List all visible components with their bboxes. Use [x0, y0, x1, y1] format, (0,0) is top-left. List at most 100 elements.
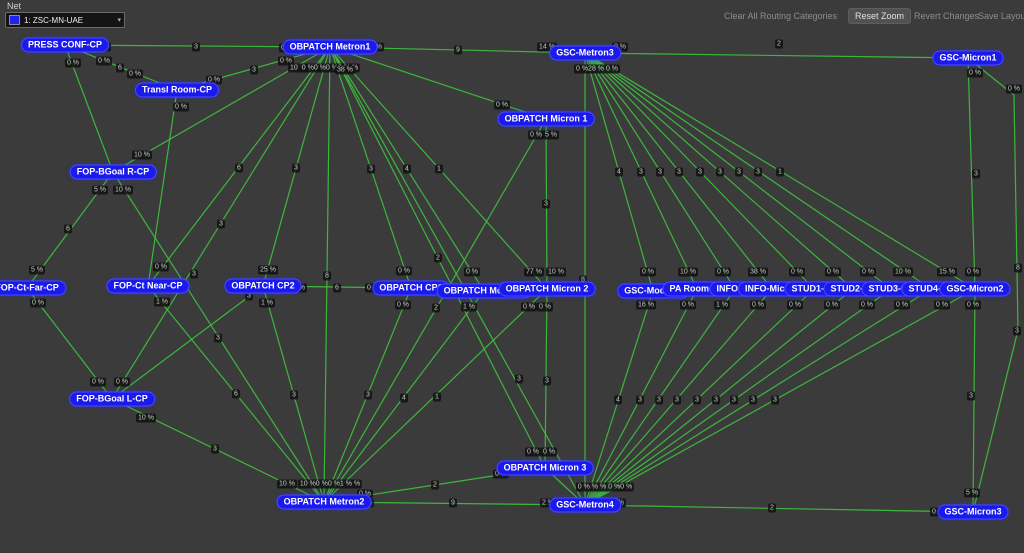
- edge-label: 3: [515, 374, 523, 384]
- edge-label: 4: [403, 164, 411, 174]
- edge-label: 0 %: [64, 58, 82, 68]
- edge-label: 3: [656, 167, 664, 177]
- edge-label: 6: [235, 163, 243, 173]
- edge-label: 25 %: [258, 265, 278, 275]
- edge-label: 0 %: [679, 300, 697, 310]
- edge-label: 10 %: [132, 150, 152, 160]
- edge-label: 5 %: [91, 185, 109, 195]
- node-gm4[interactable]: GSC-Metron4: [549, 497, 621, 513]
- edge-label: 0 %: [824, 267, 842, 277]
- edge-label: 0 %: [893, 300, 911, 310]
- edge-label: 8: [323, 271, 331, 281]
- edge-label: 9: [449, 498, 457, 508]
- edge-label: 10 %: [546, 267, 566, 277]
- edge-label: 0 %: [113, 377, 131, 387]
- edge-label: 0 %: [463, 267, 481, 277]
- edge-label: 38 %: [748, 267, 768, 277]
- edge-label: 10 %: [288, 63, 308, 73]
- save-layout-button[interactable]: Save Layout: [972, 9, 1024, 23]
- edge-label: 10 %: [136, 413, 156, 423]
- edge-label: 3: [637, 167, 645, 177]
- edge-label: 3: [749, 395, 757, 405]
- edge-label: 2: [432, 303, 440, 313]
- edge-label: 3: [542, 199, 550, 209]
- edge-label: 0 %28 % 0 %: [573, 64, 621, 74]
- edge-label: 5 %: [28, 265, 46, 275]
- edge-label: 2: [434, 253, 442, 263]
- net-select-dropdown[interactable]: 1: ZSC-MN-UAE ▾: [5, 12, 125, 28]
- edge-label: 3: [190, 269, 198, 279]
- net-label: Net: [7, 1, 22, 11]
- edge-gm4-s4: [584, 288, 932, 506]
- edge-label: 9: [454, 45, 462, 55]
- edge-label: 1: [435, 164, 443, 174]
- node-gm3[interactable]: GSC-Metron3: [549, 45, 621, 61]
- edge-label: 0 %: [95, 56, 113, 66]
- edge-label: 0 %: [524, 447, 542, 457]
- node-cp2[interactable]: OBPATCH CP2: [224, 278, 302, 294]
- edge-label: 3: [771, 395, 779, 405]
- edge-label: 0 %: [1005, 84, 1023, 94]
- chevron-down-icon: ▾: [117, 17, 121, 24]
- edge-label: 0 %: [964, 267, 982, 277]
- edge-label: 0 %: [540, 447, 558, 457]
- node-gmi3[interactable]: GSC-Micron3: [937, 504, 1009, 520]
- edge-label: 3: [696, 167, 704, 177]
- edge-label: 10 %: [893, 267, 913, 277]
- edge-label: 0 %: [356, 489, 374, 499]
- node-gmi2[interactable]: GSC-Micron2: [939, 281, 1011, 297]
- node-gmi1[interactable]: GSC-Micron1: [932, 50, 1004, 66]
- edge-label: 3: [693, 395, 701, 405]
- node-omi1[interactable]: OBPATCH Micron 1: [497, 111, 595, 127]
- edge-label: 0 %: [395, 266, 413, 276]
- edge-label: 0 %: [611, 42, 629, 52]
- edge-label: 1 %: [460, 302, 478, 312]
- node-ffar[interactable]: FOP-Ct-Far-CP: [0, 280, 66, 296]
- edge-gm4-gmi2: [584, 288, 976, 506]
- edge-label: 0 % % % 0 %0 %: [575, 482, 635, 492]
- node-press[interactable]: PRESS CONF-CP: [20, 37, 110, 53]
- node-omi2[interactable]: OBPATCH Micron 2: [498, 281, 596, 297]
- node-fbl[interactable]: FOP-BGoal L-CP: [69, 391, 155, 407]
- node-fbr[interactable]: FOP-BGoal R-CP: [69, 164, 157, 180]
- clear-routing-button[interactable]: Clear All Routing Categories: [718, 9, 843, 23]
- edge-label: 0 %: [172, 102, 190, 112]
- node-transl[interactable]: Transl Room-CP: [134, 82, 220, 98]
- node-m1[interactable]: OBPATCH Metron1: [282, 39, 378, 55]
- node-m2[interactable]: OBPATCH Metron2: [276, 494, 372, 510]
- edge-label: 2 %: [539, 498, 557, 508]
- edge-label: 0 %: [714, 267, 732, 277]
- edge-label: 3: [245, 291, 253, 301]
- edge-label: 6: [333, 283, 341, 293]
- edge-label: 3: [730, 395, 738, 405]
- net-select-value: 1: ZSC-MN-UAE: [24, 15, 84, 25]
- edge-label: 0 %: [966, 68, 984, 78]
- edge-label: 1 %: [713, 300, 731, 310]
- edge-label: 0 %: [89, 377, 107, 387]
- edge-extra-0: [967, 57, 1019, 513]
- edge-label: 10 %0 %0 %1 % %: [297, 479, 363, 489]
- edge-label: 3: [712, 395, 720, 405]
- node-cp1[interactable]: OBPATCH CP1: [372, 280, 450, 296]
- edge-label: 4: [400, 393, 408, 403]
- reset-zoom-button[interactable]: Reset Zoom: [849, 9, 911, 23]
- edge-label: 2: [768, 503, 776, 513]
- revert-changes-button[interactable]: Revert Changes: [908, 9, 985, 23]
- edge-label: 14 %: [537, 42, 557, 52]
- edge-label: 3: [655, 395, 663, 405]
- edge-label: 3: [673, 395, 681, 405]
- edge-label: 8: [1014, 263, 1022, 273]
- edge-label: 3: [364, 390, 372, 400]
- edge-label: 0 %: [964, 300, 982, 310]
- edge-gm4-gmi3: [584, 504, 974, 513]
- node-fnear[interactable]: FOP-Ct Near-CP: [106, 278, 190, 294]
- edge-label: 1 %: [258, 298, 276, 308]
- edge-label: 3: [675, 167, 683, 177]
- edge-label: 0 %: [858, 300, 876, 310]
- node-omi3[interactable]: OBPATCH Micron 3: [496, 460, 594, 476]
- edge-label: 10 %: [678, 267, 698, 277]
- edge-label: 0 %: [536, 302, 554, 312]
- edge-label: 8: [579, 275, 587, 285]
- edge-transl-fnear: [147, 89, 178, 287]
